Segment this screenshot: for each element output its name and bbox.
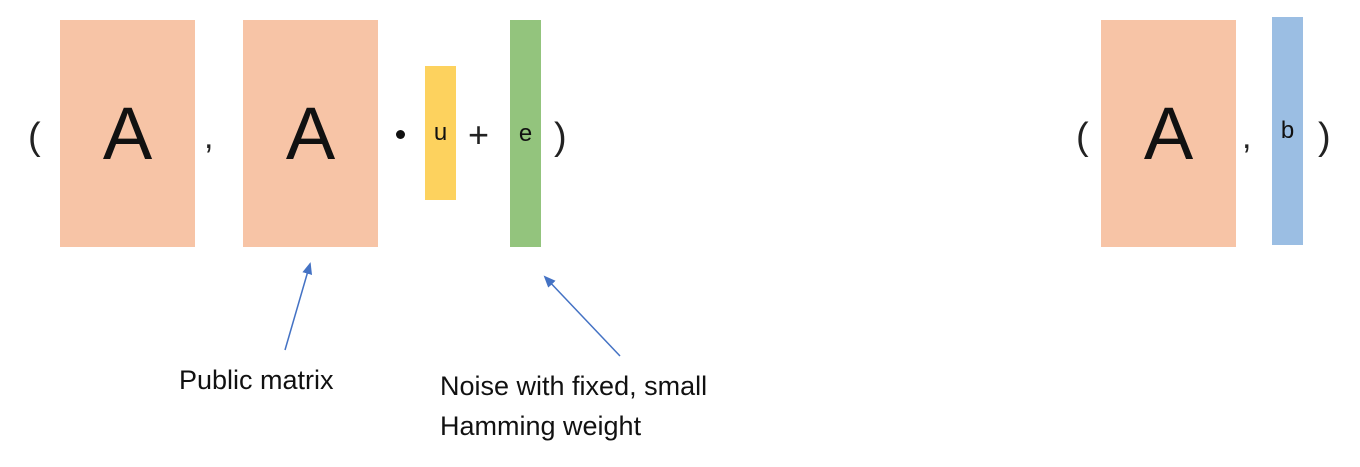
- right-close-paren: ): [1318, 116, 1331, 158]
- noise-arrow-icon: [543, 275, 621, 357]
- left-open-paren: (: [28, 116, 41, 158]
- left-comma: ,: [204, 118, 214, 156]
- vector-b: b: [1272, 17, 1303, 245]
- vector-e: e: [510, 20, 541, 247]
- matrix-a-second-label: A: [285, 91, 336, 175]
- matrix-a-first: A: [60, 20, 195, 247]
- multiply-dot-icon: [396, 130, 405, 139]
- matrix-a-right: A: [1101, 20, 1236, 247]
- right-open-paren: (: [1076, 116, 1089, 158]
- matrix-a-second: A: [243, 20, 378, 247]
- matrix-a-first-label: A: [102, 91, 153, 175]
- left-close-paren: ): [554, 116, 567, 158]
- vector-b-label: b: [1280, 117, 1295, 144]
- matrix-a-right-label: A: [1143, 91, 1194, 175]
- vector-u-label: u: [433, 119, 448, 146]
- noise-label-line-1: Noise with fixed, small: [440, 371, 708, 401]
- plus-sign: +: [468, 114, 490, 155]
- public-matrix-label: Public matrix: [179, 365, 334, 395]
- vector-u: u: [425, 66, 456, 200]
- vector-e-label: e: [518, 119, 533, 147]
- right-comma: ,: [1242, 118, 1252, 156]
- noise-label-line-2: Hamming weight: [440, 411, 642, 441]
- public-matrix-arrow-icon: [284, 262, 313, 351]
